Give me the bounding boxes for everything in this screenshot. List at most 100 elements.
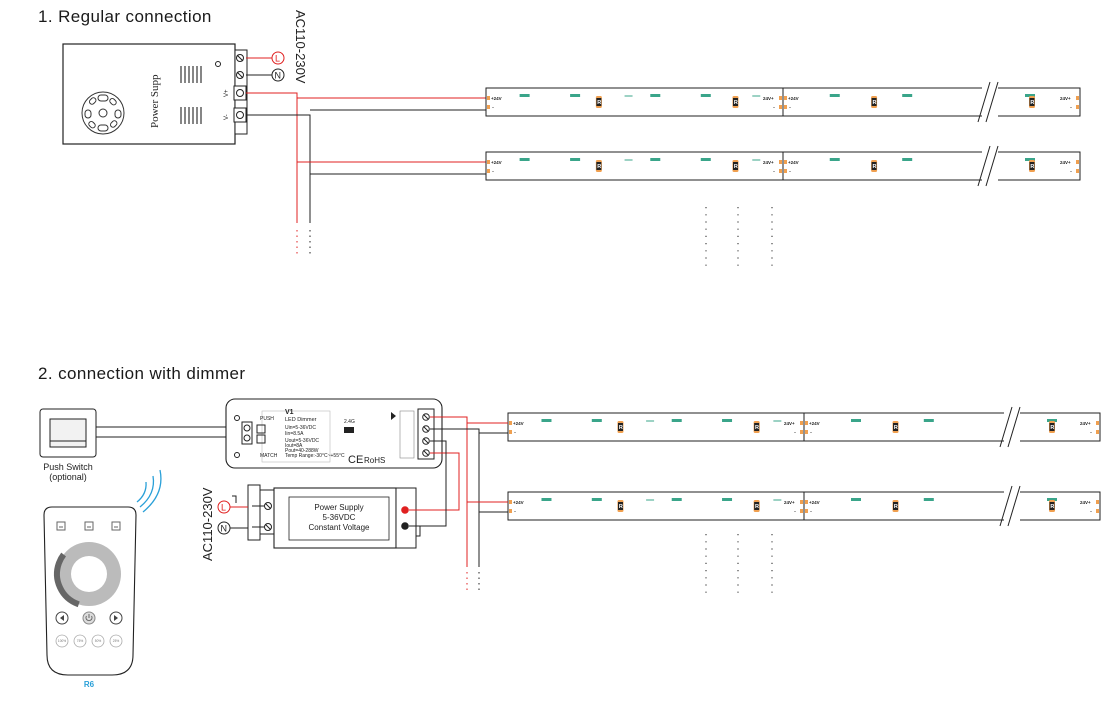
- section1-ac-input: L N AC110-230V: [246, 10, 308, 84]
- vplus-label: V+: [224, 89, 230, 97]
- section2-wires: [409, 416, 508, 590]
- strip-minus-label: -: [810, 430, 812, 436]
- pad-plus: [509, 421, 512, 425]
- led-chip: [851, 419, 861, 422]
- psu2-vplus: [401, 506, 409, 514]
- pad-plus: [784, 160, 787, 164]
- strip-minus-label: -: [789, 105, 791, 111]
- push-switch-wires: [96, 426, 242, 438]
- strip-out-minus-label: -: [794, 509, 796, 515]
- psu2-line3: Constant Voltage: [309, 523, 370, 532]
- pad-out-plus: [1096, 421, 1099, 425]
- strip-plus-label: +24V: [491, 160, 502, 165]
- pad-minus: [784, 105, 787, 109]
- wireless-signal-icon: [136, 469, 162, 513]
- pad-plus: [509, 500, 512, 504]
- strip-out-plus-label: 24V+: [763, 160, 774, 165]
- strip-minus-label: -: [492, 105, 494, 111]
- ac2-N: N: [221, 524, 228, 534]
- pad-plus: [805, 421, 808, 425]
- strip-out-plus-label: 24V+: [1060, 96, 1071, 101]
- preset-50: 50%: [95, 639, 102, 643]
- led-chip: [923, 419, 934, 422]
- dimmer-out-spec-4: Temp Range:-30°C~+55°C: [285, 453, 345, 459]
- section1-wires: [246, 92, 486, 256]
- dimmer-rohs-label: RoHS: [364, 456, 385, 465]
- preset-100: 100%: [58, 639, 66, 643]
- led-strips: +24V - 24V+ - +24V - 24V+ - R R R R +24V - 24V+ - +24V - 2…: [485, 81, 1101, 527]
- resistor-label: R: [755, 425, 759, 431]
- led-chip: [722, 419, 733, 422]
- psu2-line1: Power Supply: [314, 503, 363, 512]
- pad-plus: [784, 96, 787, 100]
- strip-out-minus-label: -: [1090, 509, 1092, 515]
- led-chip: [591, 498, 602, 501]
- strip-out-minus-label: -: [1090, 430, 1092, 436]
- dimmer-out-spec-3: Pout=40-288W: [285, 448, 319, 454]
- resistor-label: R: [734, 164, 738, 170]
- pad-out-minus: [1096, 430, 1099, 434]
- led-chip: [851, 498, 861, 501]
- dimmer-model: V1: [285, 409, 294, 416]
- pad-minus: [784, 169, 787, 173]
- led-chip: [1047, 498, 1057, 501]
- dimmer-out-spec-2: Iout=8A: [285, 443, 303, 449]
- push-switch-label: Push Switch: [43, 462, 93, 472]
- section1-power-supply: Power Supp V+ V-: [62, 43, 248, 145]
- pad-out-minus: [800, 430, 803, 434]
- dimmer-band-label: 2.4G: [344, 419, 355, 425]
- strip-plus-label: +24V: [809, 421, 820, 426]
- preset-75: 75%: [77, 639, 84, 643]
- strip-out-plus-label: 24V+: [784, 421, 795, 426]
- resistor-label: R: [1050, 504, 1054, 510]
- led-chip: [650, 94, 661, 97]
- resistor-label: R: [597, 100, 601, 106]
- led-chip: [671, 498, 682, 501]
- resistor-label: R: [894, 425, 898, 431]
- led-chip: [700, 158, 711, 161]
- pad-minus: [805, 509, 808, 513]
- led-chip: [650, 158, 661, 161]
- pad-out-minus: [1076, 169, 1079, 173]
- strip-minus-label: -: [492, 169, 494, 175]
- led-chip: [541, 498, 552, 501]
- dimmer-name: LED Dimmer: [285, 417, 317, 423]
- preset-25: 25%: [113, 639, 120, 643]
- led-chip: [570, 158, 581, 161]
- pad-out-plus: [1076, 96, 1079, 100]
- ac1-label: AC110-230V: [293, 10, 308, 84]
- resistor-label: R: [619, 504, 623, 510]
- resistor-label: R: [872, 100, 876, 106]
- strip-out-plus-label: 24V+: [1060, 160, 1071, 165]
- strip-out-minus-label: -: [794, 430, 796, 436]
- pad-out-minus: [1076, 105, 1079, 109]
- continuation-dots-2: [705, 534, 773, 597]
- dimmer-out-spec-1: Uout=5-36VDC: [285, 438, 319, 444]
- led-chip: [519, 94, 530, 97]
- pad-plus: [805, 500, 808, 504]
- led-chip: [700, 94, 711, 97]
- pad-out-plus: [800, 500, 803, 504]
- resistor-label: R: [1050, 425, 1054, 431]
- psu1-label: Power Supp: [149, 74, 161, 128]
- strip-minus-label: -: [514, 430, 516, 436]
- continuation-dots-1: [705, 207, 773, 270]
- pad-out-plus: [779, 160, 782, 164]
- psu2-vminus: [401, 522, 409, 530]
- strip-out-minus-label: -: [1070, 169, 1072, 175]
- led-chip: [829, 158, 840, 161]
- led-chip: [591, 419, 602, 422]
- strip-plus-label: +24V: [788, 96, 799, 101]
- remote-model-label: R6: [84, 680, 95, 689]
- resistor-label: R: [755, 504, 759, 510]
- led-chip: [570, 94, 581, 97]
- strip-plus-label: +24V: [513, 500, 524, 505]
- resistor-label: R: [894, 504, 898, 510]
- strip-out-plus-label: 24V+: [784, 500, 795, 505]
- strip-minus-label: -: [810, 509, 812, 515]
- push-switch-sub: (optional): [49, 472, 87, 482]
